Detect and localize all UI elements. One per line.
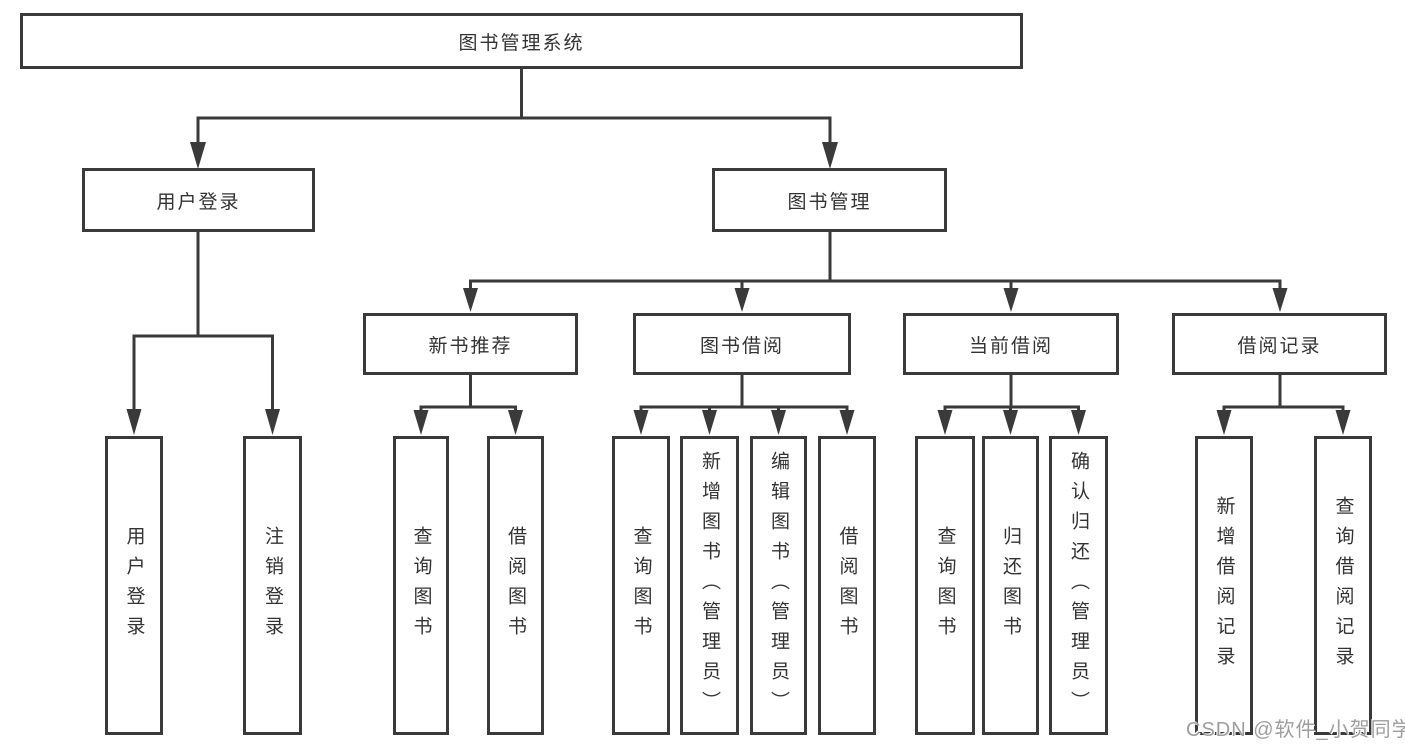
leaf-label: 新增借阅记录 — [1213, 495, 1235, 676]
leaf-label: 确认归还（管理员） — [1068, 450, 1089, 721]
leaf-label: 用户登录 — [123, 525, 145, 646]
node-label: 用户登录 — [156, 191, 241, 213]
leaf-label: 新增图书（管理员） — [699, 450, 720, 721]
arrowhead — [937, 410, 953, 435]
arrowhead — [734, 288, 750, 312]
arrowhead — [1272, 288, 1288, 312]
leaf-label: 借阅图书 — [836, 525, 858, 646]
arrowhead — [1216, 410, 1232, 435]
leaf-query-borrow-record: 查询借阅记录 — [1314, 436, 1372, 735]
edge-bookmgmt-to-level3 — [469, 232, 1282, 290]
node-user-login: 用户登录 — [82, 168, 315, 232]
leaf-label: 查询图书 — [934, 525, 956, 646]
edge-userlogin-to-leaves — [132, 232, 274, 412]
leaf-add-book-admin: 新增图书（管理员） — [680, 436, 739, 735]
node-label: 借阅记录 — [1237, 335, 1322, 357]
leaf-edit-book-admin: 编辑图书（管理员） — [750, 436, 807, 735]
leaf-label: 归还图书 — [1000, 525, 1021, 646]
leaf-label: 查询图书 — [410, 525, 432, 646]
node-label: 图书管理系统 — [458, 32, 585, 54]
edge-records-to-leaves — [1222, 374, 1345, 414]
arrowhead — [839, 410, 855, 435]
arrowhead — [413, 410, 429, 435]
leaf-logout: 注销登录 — [243, 436, 302, 735]
leaf-query-books-1: 查询图书 — [393, 436, 449, 735]
leaf-label: 编辑图书（管理员） — [768, 450, 789, 721]
node-book-borrow: 图书借阅 — [633, 313, 851, 375]
leaf-query-books-2: 查询图书 — [612, 436, 670, 735]
leaf-label: 注销登录 — [262, 525, 283, 646]
leaf-label: 查询借阅记录 — [1332, 495, 1354, 676]
arrowhead — [1003, 288, 1019, 312]
leaf-borrow-books-1: 借阅图书 — [487, 436, 544, 735]
arrowhead — [633, 410, 649, 435]
arrowhead — [822, 142, 838, 169]
arrowhead — [265, 409, 280, 435]
edge-newbooks-to-leaves — [419, 374, 517, 414]
arrowhead — [1071, 410, 1086, 435]
node-book-management: 图书管理 — [712, 168, 947, 232]
node-label: 新书推荐 — [428, 335, 513, 357]
node-label: 图书借阅 — [699, 335, 784, 357]
leaf-label: 查询图书 — [630, 525, 652, 646]
edge-borrow-to-leaves — [639, 374, 849, 414]
arrowhead — [702, 410, 717, 435]
leaf-return-book: 归还图书 — [982, 436, 1039, 735]
edge-current-to-leaves — [943, 374, 1080, 414]
leaf-label: 借阅图书 — [505, 525, 526, 646]
csdn-watermark: CSDN @软件_小贺同学 — [1186, 719, 1405, 741]
edge-root-to-level2 — [196, 68, 832, 144]
arrowhead — [126, 409, 142, 435]
leaf-confirm-return-admin: 确认归还（管理员） — [1049, 436, 1108, 735]
node-new-book-recommend: 新书推荐 — [363, 313, 578, 375]
arrowhead — [463, 288, 478, 312]
node-label: 图书管理 — [787, 191, 872, 213]
node-borrow-records: 借阅记录 — [1172, 313, 1387, 375]
arrowhead — [1003, 410, 1018, 435]
node-current-borrow: 当前借阅 — [903, 313, 1119, 375]
leaf-user-login: 用户登录 — [105, 436, 163, 735]
arrowhead — [190, 142, 206, 169]
node-label: 当前借阅 — [968, 335, 1053, 357]
leaf-add-borrow-record: 新增借阅记录 — [1195, 436, 1253, 735]
arrowhead — [508, 410, 523, 435]
arrowheads — [126, 142, 1351, 435]
node-root: 图书管理系统 — [20, 13, 1023, 69]
arrowhead — [1335, 410, 1351, 435]
arrowhead — [771, 410, 786, 435]
leaf-borrow-books-2: 借阅图书 — [818, 436, 876, 735]
leaf-query-books-3: 查询图书 — [915, 436, 975, 735]
